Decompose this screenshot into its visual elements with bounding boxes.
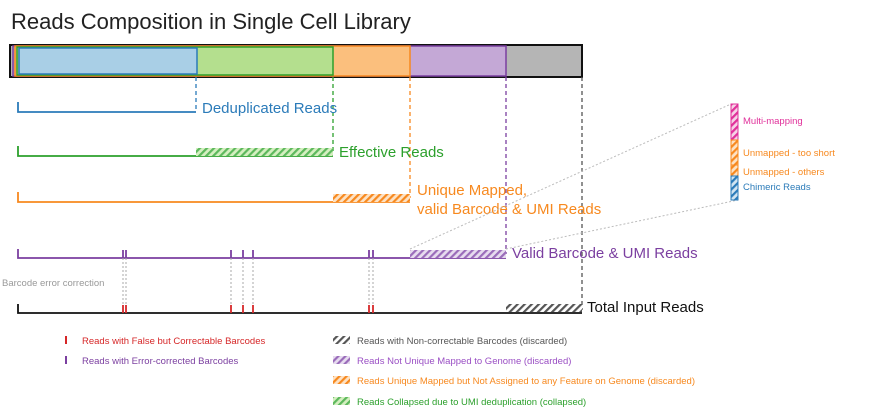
hatch-total-input [506,304,582,312]
diagram-title: Reads Composition in Single Cell Library [11,9,411,34]
row-valid-barcode: Valid Barcode & UMI Reads [17,245,698,262]
breakdown-multi-mapping [730,103,739,141]
legend-label-error-corrected: Reads with Error-corrected Barcodes [82,356,239,367]
breakdown-label-others: Unmapped - others [743,167,825,178]
legend-label-non-correctable: Reads with Non-correctable Barcodes (dis… [357,336,567,347]
false-correctable-ticks [122,305,374,313]
zoom-line-top [409,103,732,250]
label-valid-barcode: Valid Barcode & UMI Reads [512,245,698,262]
breakdown-label-too-short: Unmapped - too short [743,148,835,159]
legend-swatch-error-corrected [65,356,67,364]
row-effective: Effective Reads [17,144,444,161]
label-total-input: Total Input Reads [587,299,704,316]
breakdown-too-short [730,139,739,166]
bar-deduplicated-segment [18,47,198,75]
unmapped-breakdown: Multi-mapping Unmapped - too short Unmap… [409,103,835,250]
hatch-effective [196,148,333,156]
row-deduplicated: Deduplicated Reads [17,100,337,117]
hatch-unique-mapped [333,194,410,202]
bracket-valid-barcode [17,249,506,259]
breakdown-label-multi-mapping: Multi-mapping [743,116,803,127]
barcode-correction-guides [122,258,374,306]
legend-swatch-false-correctable [65,336,67,344]
bracket-unique-mapped [17,192,410,203]
row-unique-mapped: Unique Mapped, valid Barcode & UMI Reads [17,182,601,218]
bracket-deduplicated [17,102,196,113]
label-unique-mapped-line2: valid Barcode & UMI Reads [417,201,601,218]
label-barcode-error-correction: Barcode error correction [2,278,104,289]
breakdown-chimeric [730,175,739,201]
error-corrected-ticks [122,250,374,258]
zoom-line-bottom [505,199,739,250]
legend-swatch-non-correctable [333,336,350,344]
legend-label-not-assigned: Reads Unique Mapped but Not Assigned to … [357,376,695,387]
legend-label-collapsed: Reads Collapsed due to UMI deduplication… [357,397,586,408]
breakdown-others [730,164,739,177]
legend-label-false-correctable: Reads with False but Correctable Barcode… [82,336,265,347]
label-deduplicated: Deduplicated Reads [202,100,337,117]
legend-swatch-collapsed [333,397,350,405]
legend-swatch-not-unique-mapped [333,356,350,364]
label-effective: Effective Reads [339,144,444,161]
row-total-input: Total Input Reads [17,299,704,316]
breakdown-label-chimeric: Chimeric Reads [743,182,811,193]
legend-label-not-unique-mapped: Reads Not Unique Mapped to Genome (disca… [357,356,571,367]
dashed-connectors [195,77,583,310]
bracket-total-input [17,304,582,314]
legend-swatch-not-assigned [333,376,350,384]
composition-bar [9,44,583,78]
label-unique-mapped-line1: Unique Mapped, [417,182,527,199]
legend: Reads with False but Correctable Barcode… [65,336,695,408]
hatch-valid-barcode [410,250,506,258]
